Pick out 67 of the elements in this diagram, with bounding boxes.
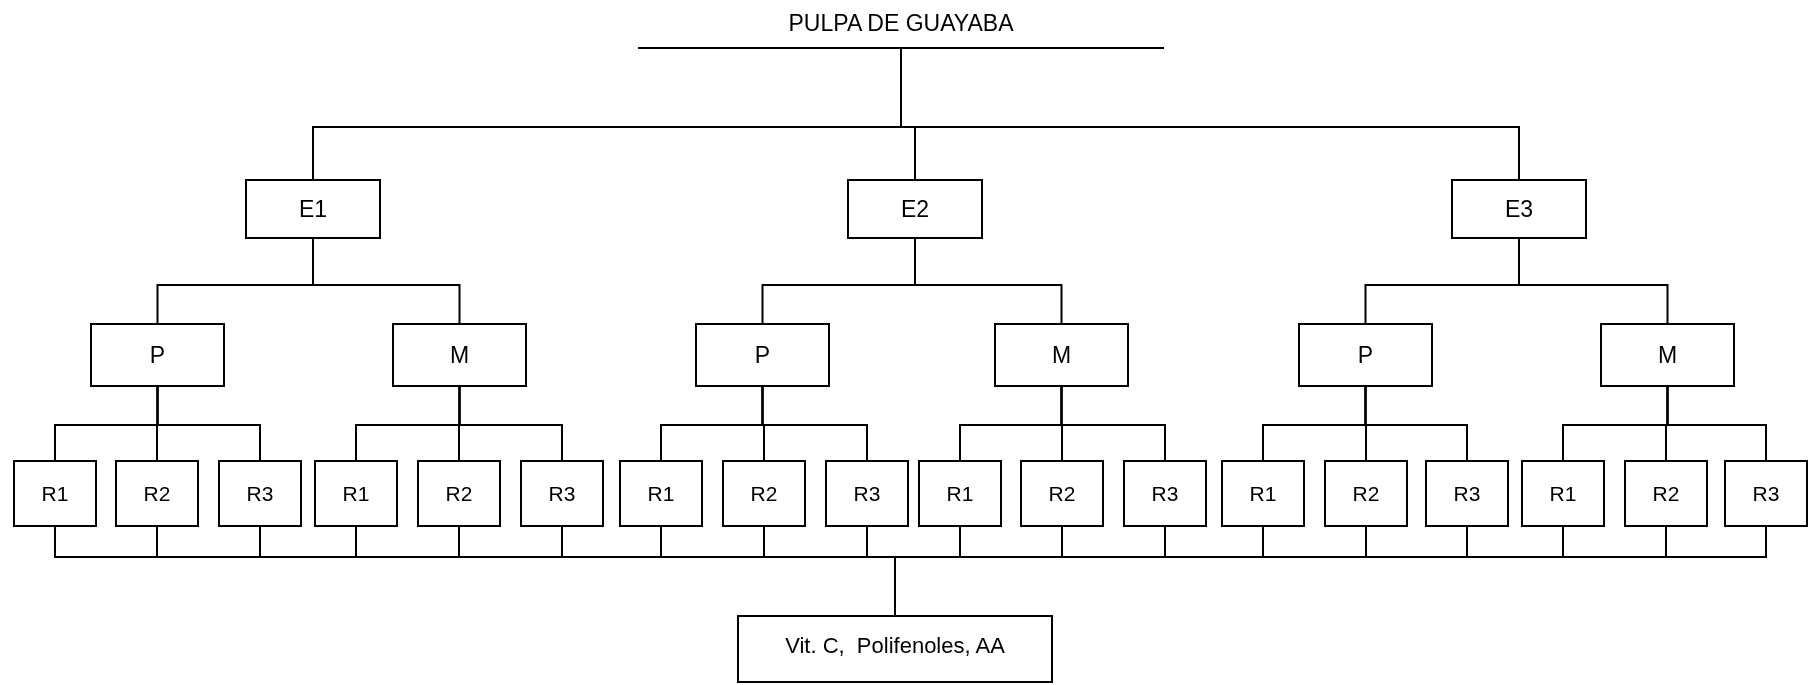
process-box [1123, 460, 1207, 527]
process-box [417, 460, 501, 527]
process-box [825, 460, 909, 527]
node-label: R2 [1352, 480, 1380, 507]
node-label: E3 [1504, 194, 1534, 224]
process-box [1298, 323, 1433, 387]
node-label: E1 [298, 194, 328, 224]
node-label: R3 [1453, 480, 1481, 507]
connector-line [1518, 238, 1669, 324]
process-box [994, 323, 1129, 387]
node-label: R3 [853, 480, 881, 507]
node-label: R2 [143, 480, 171, 507]
node-label: R3 [1752, 480, 1780, 507]
process-box [90, 323, 225, 387]
node-label: P [754, 340, 771, 370]
process-box [847, 179, 983, 239]
node-label: R2 [1048, 480, 1076, 507]
connector-line [156, 386, 261, 461]
node-label: R1 [1249, 480, 1277, 507]
process-box [392, 323, 527, 387]
connector-line [1666, 386, 1767, 461]
node-label: R3 [548, 480, 576, 507]
process-box [695, 323, 830, 387]
process-box [13, 460, 97, 527]
node-label: R1 [1549, 480, 1577, 507]
node-label: R1 [342, 480, 370, 507]
node-label: R1 [41, 480, 69, 507]
node-label: R2 [445, 480, 473, 507]
connector-line [1060, 386, 1166, 461]
process-box [314, 460, 398, 527]
node-label: M [1657, 340, 1678, 370]
process-box [1020, 460, 1104, 527]
node-label: Vit. C, Polifenoles, AA [785, 632, 1005, 660]
process-box [1221, 460, 1305, 527]
node-label: R3 [1151, 480, 1179, 507]
process-box [619, 460, 703, 527]
process-box [520, 460, 604, 527]
connector-line [900, 48, 1520, 180]
node-label: P [149, 340, 166, 370]
process-box [245, 179, 381, 239]
process-box [115, 460, 199, 527]
process-box [722, 460, 806, 527]
node-label: M [449, 340, 470, 370]
node-label: P [1357, 340, 1374, 370]
connector-line [1364, 386, 1468, 461]
process-box [1624, 460, 1708, 527]
process-box [1324, 460, 1408, 527]
node-label: M [1051, 340, 1072, 370]
process-box [1600, 323, 1735, 387]
node-label: R1 [946, 480, 974, 507]
process-box [1425, 460, 1509, 527]
connector-line [458, 386, 563, 461]
node-label: R1 [647, 480, 675, 507]
node-label: PULPA DE GUAYABA [788, 9, 1014, 38]
node-label: R2 [750, 480, 778, 507]
connector-line [914, 238, 1063, 324]
process-box [218, 460, 302, 527]
connector-line [312, 238, 461, 324]
process-box [737, 615, 1053, 683]
connector-line [761, 386, 868, 461]
process-box [1724, 460, 1808, 527]
node-label: E2 [900, 194, 930, 224]
process-box [918, 460, 1002, 527]
process-box [1451, 179, 1587, 239]
process-box [1521, 460, 1605, 527]
node-label: R3 [246, 480, 274, 507]
node-label: R2 [1652, 480, 1680, 507]
